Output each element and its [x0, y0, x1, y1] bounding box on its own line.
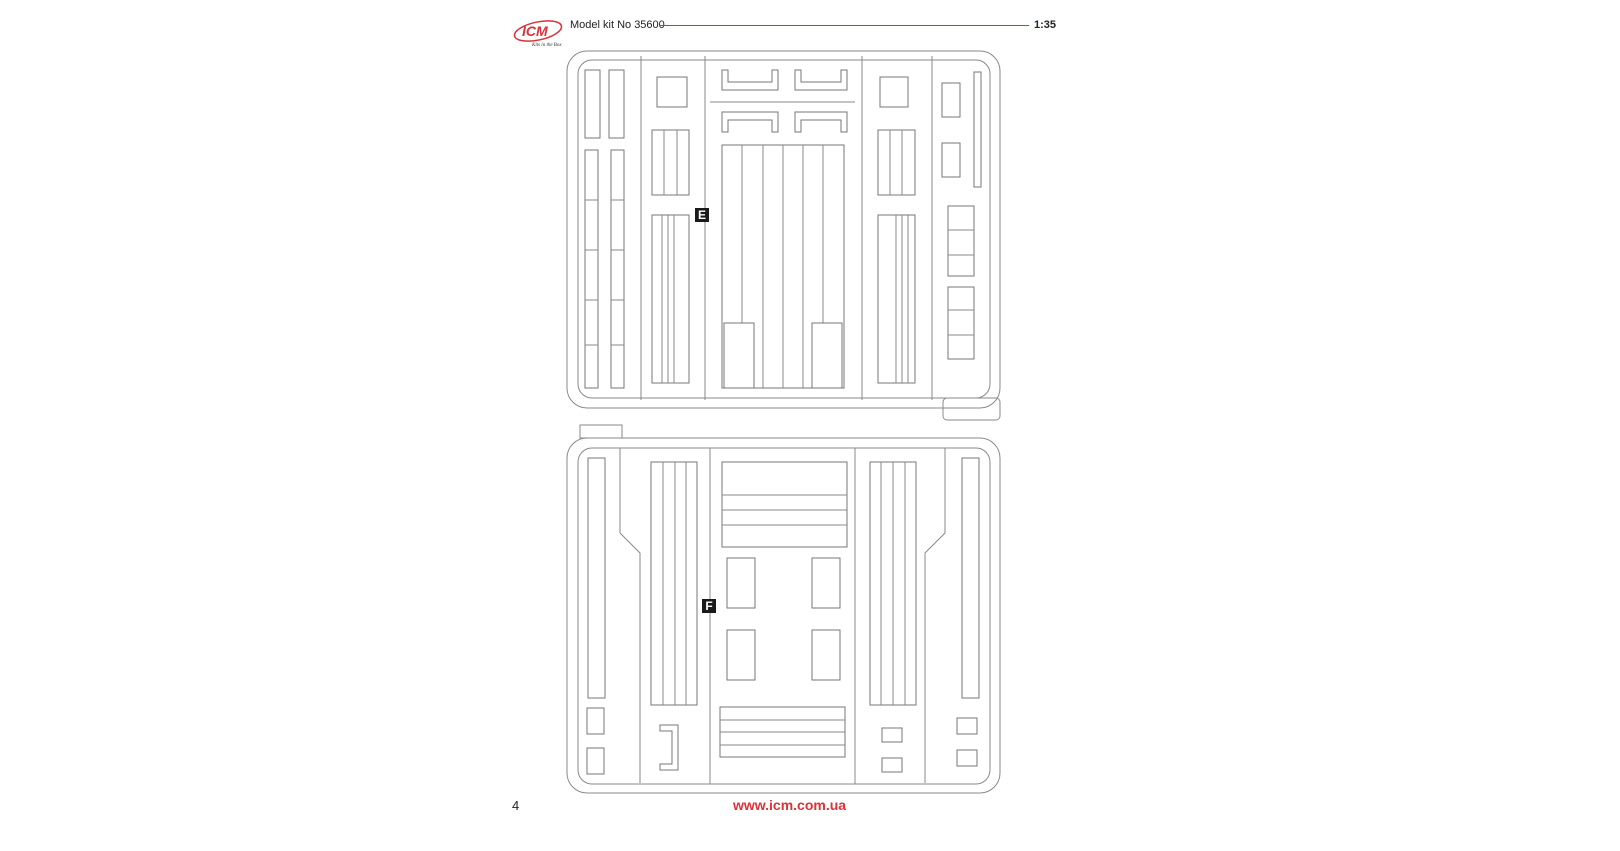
icm-logo: ICM Kits in the Box	[513, 20, 562, 48]
sprue-f	[566, 424, 1001, 794]
kit-title: Model kit No 35600	[570, 19, 665, 31]
svg-text:ICM: ICM	[522, 23, 548, 39]
sprue-e	[566, 50, 1001, 421]
sprue-label-e: E	[695, 208, 709, 222]
scale-label: 1:35	[1034, 19, 1057, 31]
page-header: ICM Kits in the Box Model kit No 35600 1…	[512, 14, 1060, 48]
sprue-label-f: F	[702, 599, 716, 613]
page-number: 4	[512, 798, 520, 813]
header-rule	[659, 25, 1029, 26]
website-link[interactable]: www.icm.com.ua	[733, 797, 847, 813]
svg-text:Kits in the Box: Kits in the Box	[531, 43, 562, 48]
